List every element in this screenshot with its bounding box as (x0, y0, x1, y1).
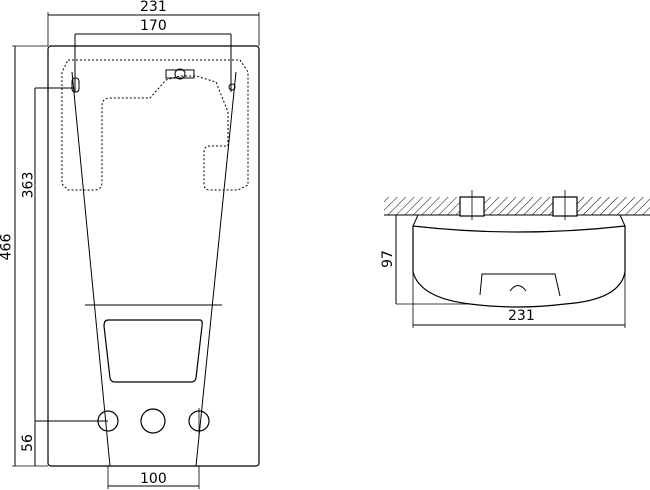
dim-side-width: 231 (508, 308, 535, 324)
front-view (12, 12, 260, 489)
dim-front-width: 231 (140, 0, 167, 15)
side-view (384, 190, 650, 328)
dim-front-height: 466 (0, 233, 15, 261)
dim-mount-spacing: 170 (140, 18, 167, 34)
dim-side-depth: 97 (379, 250, 396, 268)
dim-connection-height: 56 (19, 434, 36, 452)
dim-connection-spacing: 100 (140, 471, 167, 487)
front-outline (47, 45, 260, 467)
wall-hatch (384, 197, 650, 215)
dim-mount-height: 363 (20, 171, 37, 199)
